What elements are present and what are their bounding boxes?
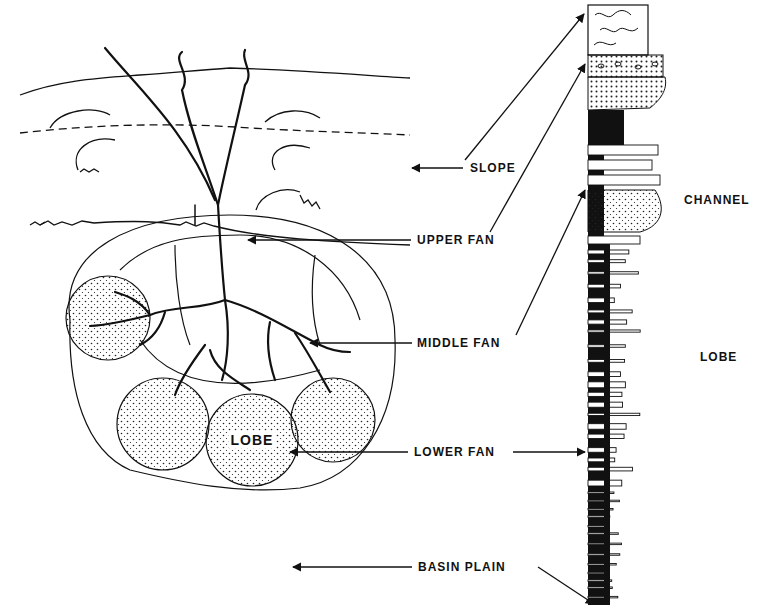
- fan-label: MIDDLE FAN: [415, 336, 502, 350]
- fan-label: BASIN PLAIN: [416, 560, 508, 574]
- fan-label: SLOPE: [468, 161, 518, 175]
- column-label: CHANNEL: [682, 193, 752, 207]
- leader-line: [248, 14, 594, 604]
- lobe-circle: LOBE: [204, 392, 300, 488]
- lobe-label: LOBE: [229, 432, 276, 448]
- slope: [20, 68, 410, 245]
- stratigraphic-column: [588, 5, 666, 605]
- column-label: LOBE: [698, 350, 739, 364]
- fan-label: UPPER FAN: [415, 233, 497, 247]
- fan-label: LOWER FAN: [412, 445, 497, 459]
